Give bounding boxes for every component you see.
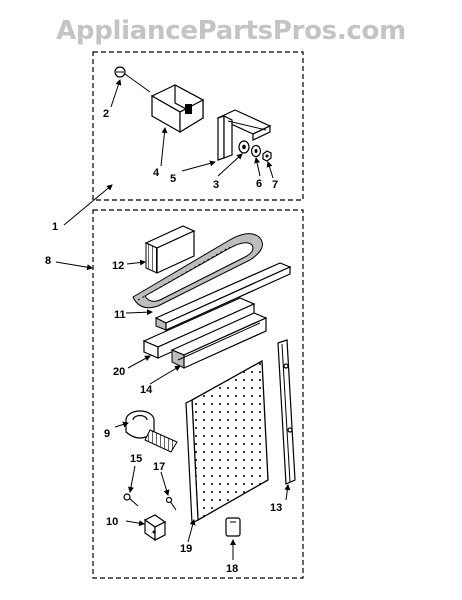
- callout-6: 6: [256, 178, 262, 190]
- callout-1: 1: [52, 221, 58, 233]
- leader-lines: [55, 79, 291, 560]
- screw-part-15: [123, 493, 139, 507]
- installation-kit-group-box: [92, 209, 304, 579]
- screw-part-17: [165, 496, 177, 511]
- callout-19: 19: [180, 543, 192, 555]
- bracket-part-5: [216, 109, 272, 161]
- nut-part-7: [262, 150, 272, 162]
- callout-8: 8: [45, 255, 51, 267]
- clip-part-18: [225, 517, 241, 537]
- callout-2: 2: [103, 108, 109, 120]
- watermark: AppliancePartsPros.com: [56, 16, 406, 46]
- tape-roll-part-9: [125, 410, 178, 453]
- side-strip-part-13: [277, 339, 296, 485]
- screw-part-2: [114, 66, 151, 93]
- callout-4: 4: [153, 167, 160, 179]
- callout-12: 12: [112, 260, 124, 272]
- callout-17: 17: [153, 461, 165, 473]
- callout-7: 7: [272, 179, 278, 191]
- callout-14: 14: [140, 384, 153, 396]
- callout-5: 5: [170, 173, 176, 185]
- callout-13: 13: [270, 502, 282, 514]
- washer-part-6: [250, 144, 262, 158]
- u-gasket-part-11: [132, 233, 263, 309]
- slide-rail-part-14: [170, 312, 268, 369]
- callout-20: 20: [113, 366, 125, 378]
- rail-strip: [154, 262, 292, 331]
- cover-part-4: [150, 83, 205, 134]
- perforated-panel-part-19: [185, 359, 269, 524]
- callout-15: 15: [130, 453, 142, 465]
- angle-bracket-part-10: [143, 514, 167, 542]
- channel-part-20: [142, 297, 256, 359]
- callout-11: 11: [114, 309, 126, 321]
- callout-9: 9: [104, 428, 110, 440]
- callout-10: 10: [106, 516, 118, 528]
- foam-block-part-12: [144, 225, 196, 274]
- bracket-kit-group-box: [92, 51, 304, 201]
- washer-part-3: [238, 140, 250, 154]
- callout-18: 18: [226, 563, 238, 575]
- callout-3: 3: [213, 179, 219, 191]
